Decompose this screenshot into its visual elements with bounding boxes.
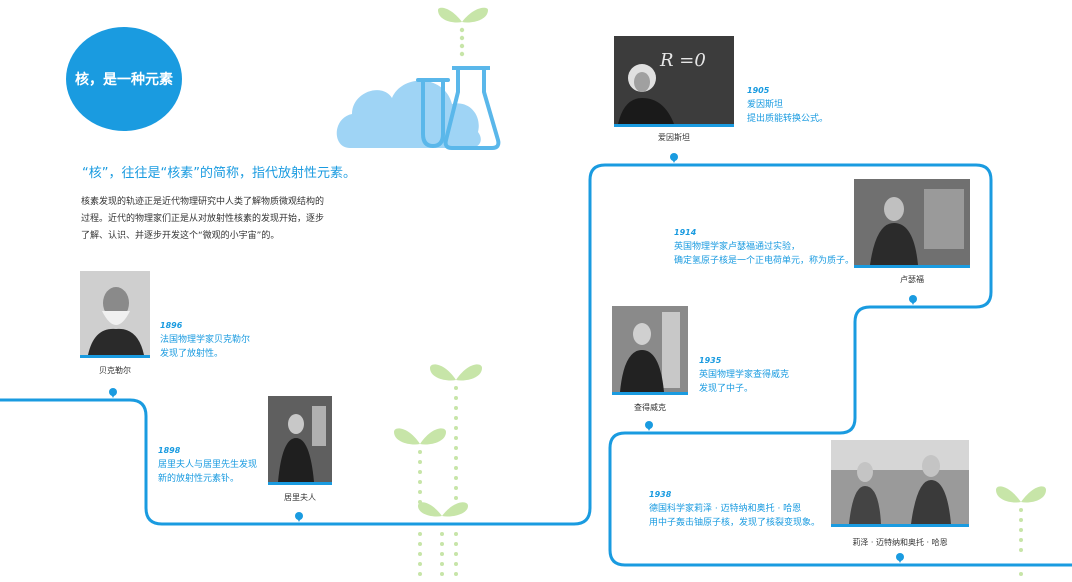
event-line: 发现了中子。 (699, 384, 754, 394)
sprout-icon (996, 486, 1046, 576)
test-tube-icon (416, 78, 450, 149)
event-1938: 1938 德国科学家莉泽 · 迈特纳和奥托 · 哈恩 用中子轰击铀原子核，发现了… (649, 488, 820, 530)
event-line: 用中子轰击铀原子核，发现了核裂变现象。 (649, 518, 821, 528)
event-year: 1898 (158, 446, 181, 455)
event-line: 爱因斯坦 (747, 100, 784, 110)
event-line: 德国科学家莉泽 · 迈特纳和奥托 · 哈恩 (649, 504, 802, 514)
event-year: 1935 (699, 356, 722, 365)
event-year: 1914 (674, 228, 697, 237)
timeline-marker (645, 421, 653, 431)
event-year: 1905 (747, 86, 770, 95)
timeline-marker (295, 512, 303, 522)
person-name: 居里夫人 (284, 493, 316, 502)
intro-paragraph: 核素发现的轨迹正是近代物理研究中人类了解物质微观结构的 过程。近代的物理家们正是… (81, 194, 343, 245)
person-name: 莉泽 · 迈特纳和奥托 · 哈恩 (852, 538, 948, 547)
event-line: 提出质能转换公式。 (747, 114, 829, 124)
portrait-becquerel (80, 271, 150, 358)
sprout-icon (418, 502, 468, 576)
portrait-meitner-hahn (831, 440, 969, 527)
portrait-einstein: R =0 (614, 36, 734, 127)
event-line: 英国物理学家卢瑟福通过实验， (674, 242, 801, 252)
event-1935: 1935 英国物理学家查得威克 发现了中子。 (699, 354, 789, 396)
person-name: 卢瑟福 (900, 275, 924, 284)
event-1896: 1896 法国物理学家贝克勒尔 发现了放射性。 (160, 319, 250, 361)
event-line: 英国物理学家查得威克 (699, 370, 790, 380)
timeline-path (0, 163, 1072, 567)
flask-icon (443, 66, 501, 150)
event-line: 法国物理学家贝克勒尔 (160, 335, 251, 345)
intro-line: 了解、认识、并逐步开发这个“微观的小宇宙”的。 (81, 231, 280, 241)
event-line: 居里夫人与居里先生发现 (158, 460, 258, 470)
sprout-icon (430, 364, 482, 576)
event-line: 确定氢原子核是一个正电荷单元，称为质子。 (674, 256, 855, 266)
event-1914: 1914 英国物理学家卢瑟福通过实验， 确定氢原子核是一个正电荷单元，称为质子。 (674, 226, 854, 268)
timeline-marker (109, 388, 117, 398)
event-1905: 1905 爱因斯坦 提出质能转换公式。 (747, 84, 828, 126)
subtitle: “核”，往往是“核素”的简称，指代放射性元素。 (82, 166, 356, 181)
page-title: 核，是一种元素 (75, 72, 173, 88)
sprout-icon (438, 7, 488, 57)
timeline-marker (896, 553, 904, 563)
intro-line: 过程。近代的物理家们正是从对放射性核素的发现开始，逐步 (81, 214, 325, 224)
timeline-marker (909, 295, 917, 305)
person-name: 爱因斯坦 (658, 133, 690, 142)
svg-text:R =0: R =0 (659, 50, 706, 71)
event-1898: 1898 居里夫人与居里先生发现 新的放射性元素钋。 (158, 444, 257, 486)
event-line: 新的放射性元素钋。 (158, 474, 240, 484)
timeline-marker (670, 153, 678, 163)
portrait-curie (268, 396, 332, 485)
portrait-rutherford (854, 179, 970, 268)
event-line: 发现了放射性。 (160, 349, 224, 359)
title-circle: 核，是一种元素 (66, 27, 182, 131)
intro-line: 核素发现的轨迹正是近代物理研究中人类了解物质微观结构的 (81, 197, 325, 207)
person-name: 查得威克 (634, 403, 666, 412)
sprout-icon (394, 428, 446, 576)
person-name: 贝克勒尔 (99, 366, 131, 375)
portrait-chadwick (612, 306, 688, 395)
event-year: 1896 (160, 321, 183, 330)
event-year: 1938 (649, 490, 672, 499)
